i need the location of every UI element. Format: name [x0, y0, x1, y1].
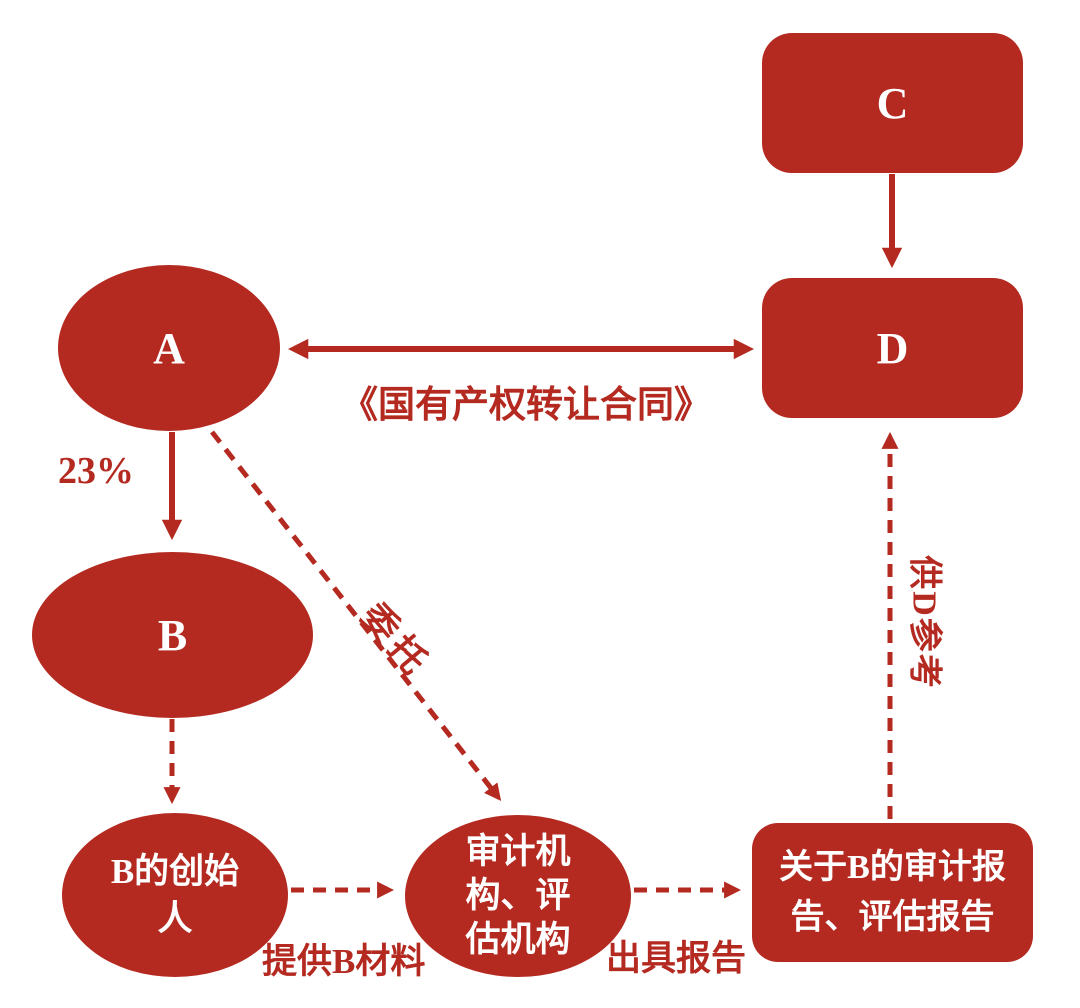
node-audit-appraisal-report-label: 关于B的审计报告、评估报告 — [779, 849, 1006, 936]
node-d: D — [762, 278, 1023, 418]
label-for-d-reference: 供D参考 — [905, 555, 943, 690]
node-audit-appraisal-agency-label: 审计机构、评估机构 — [465, 831, 571, 960]
node-b: B — [32, 552, 313, 718]
label-entrust: 委托 — [353, 595, 439, 686]
node-b-label: B — [157, 610, 188, 660]
label-state-property-transfer-contract: 《国有产权转让合同》 — [341, 385, 711, 426]
label-stake-percentage: 23% — [58, 450, 134, 492]
label-provide-b-materials: 提供B材料 — [262, 942, 426, 981]
node-audit-appraisal-agency: 审计机构、评估机构 — [405, 815, 631, 977]
node-b-founder-label: B的创始人 — [110, 851, 240, 938]
node-audit-appraisal-report: 关于B的审计报告、评估报告 — [752, 823, 1033, 962]
node-c-label: C — [876, 78, 909, 128]
node-a-label: A — [153, 323, 185, 373]
label-issue-report: 出具报告 — [606, 939, 747, 978]
node-c: C — [762, 33, 1023, 173]
node-d-label: D — [876, 323, 909, 373]
node-b-founder: B的创始人 — [62, 813, 288, 977]
node-a: A — [58, 265, 280, 431]
